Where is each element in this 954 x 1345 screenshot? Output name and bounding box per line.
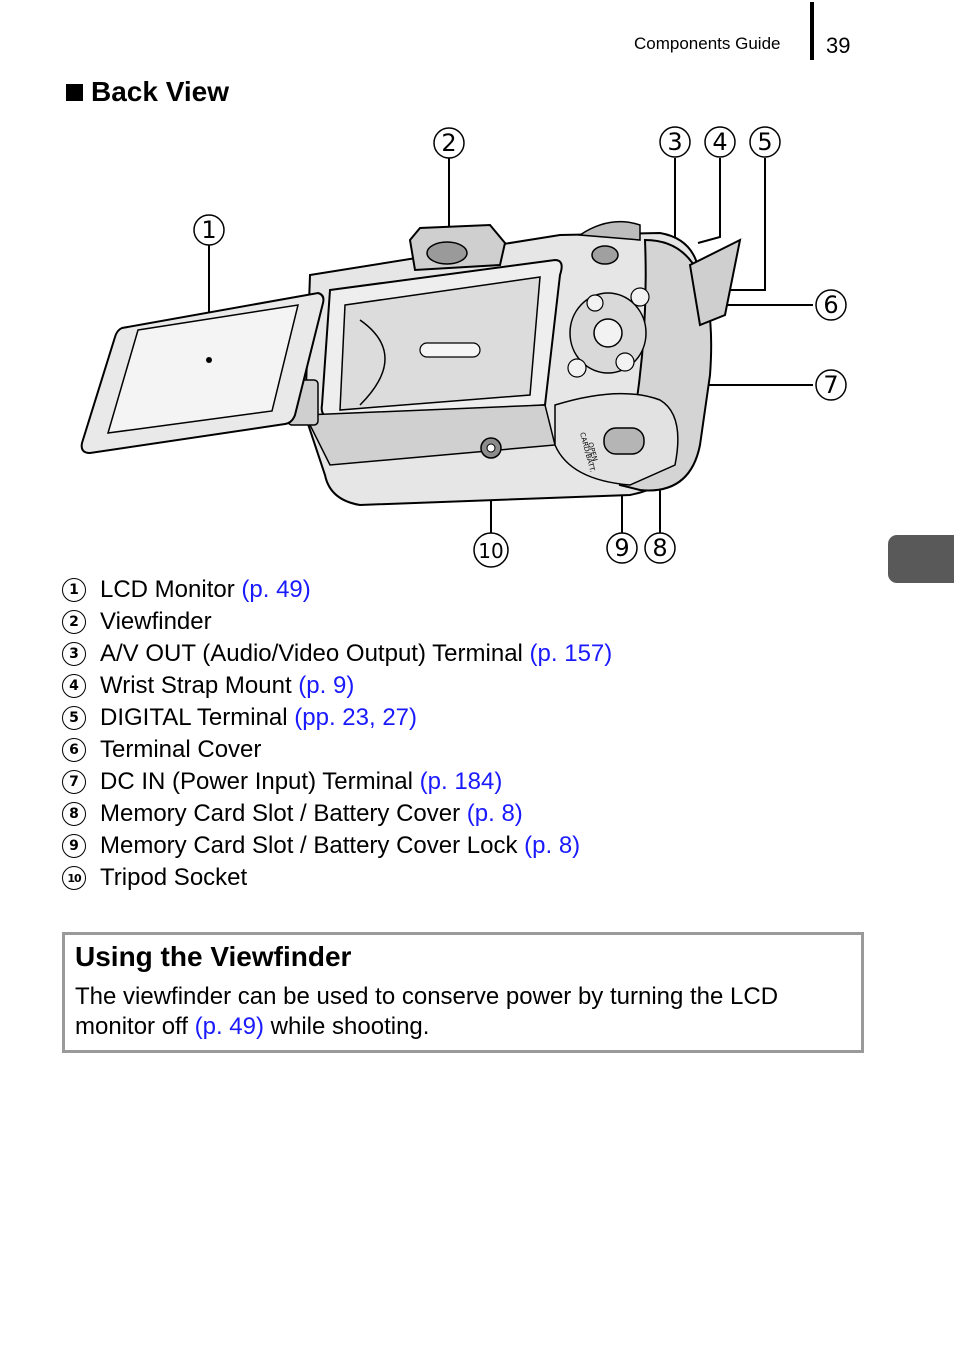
list-item: 10 Tripod Socket [62,862,612,894]
page-reference-link[interactable]: (p. 9) [298,672,355,699]
svg-text:4: 4 [712,128,727,156]
page-reference-link[interactable]: (p. 49) [241,576,311,603]
item-label: Memory Card Slot / Battery Cover Lock [100,832,518,859]
svg-text:2: 2 [441,129,456,157]
page-reference-link[interactable]: (p. 157) [529,640,613,667]
svg-text:1: 1 [201,216,216,244]
square-bullet-icon [66,83,83,101]
svg-text:7: 7 [823,371,838,399]
svg-text:9: 9 [614,534,629,562]
viewfinder-note-box: Using the Viewfinder The viewfinder can … [62,932,864,1053]
item-label: Memory Card Slot / Battery Cover [100,800,461,827]
list-item: 5 DIGITAL Terminal (pp. 23, 27) [62,702,612,734]
item-number-badge: 7 [62,770,86,794]
callout-1: 1 [193,214,225,246]
item-label: Viewfinder [100,608,212,635]
item-number-badge: 10 [62,866,86,890]
chapter-tab [888,535,954,583]
item-label: A/V OUT (Audio/Video Output) Terminal [100,640,523,667]
page-reference-link[interactable]: (p. 184) [419,768,503,795]
list-item: 9 Memory Card Slot / Battery Cover Lock … [62,830,612,862]
callout-5: 5 [749,126,781,158]
page-reference-link[interactable]: (p. 8) [524,832,581,859]
page-reference-link[interactable]: (pp. 23, 27) [294,704,418,731]
note-title: Using the Viewfinder [75,941,352,972]
svg-text:3: 3 [667,128,682,156]
list-item: 3 A/V OUT (Audio/Video Output) Terminal … [62,638,612,670]
components-list: 1 LCD Monitor (p. 49) 2 Viewfinder 3 A/V… [62,574,612,894]
camera-back-view-illustration: CARD/BATT. OPEN 1 2 3 4 5 6 7 8 9 10 [80,126,847,568]
svg-text:8: 8 [652,534,667,562]
callout-4: 4 [704,126,736,158]
item-label: DIGITAL Terminal [100,704,288,731]
callout-2: 2 [433,127,465,159]
item-number-badge: 3 [62,642,86,666]
item-label: DC IN (Power Input) Terminal [100,768,413,795]
list-item: 7 DC IN (Power Input) Terminal (p. 184) [62,766,612,798]
item-label: Wrist Strap Mount [100,672,292,699]
callout-9: 9 [606,532,638,564]
item-number-badge: 1 [62,578,86,602]
list-item: 2 Viewfinder [62,606,612,638]
item-label: LCD Monitor [100,576,235,603]
callout-10: 10 [473,532,509,568]
list-item: 1 LCD Monitor (p. 49) [62,574,612,606]
item-number-badge: 4 [62,674,86,698]
page-reference-link[interactable]: (p. 49) [194,1013,264,1040]
item-number-badge: 2 [62,610,86,634]
svg-text:10: 10 [478,539,503,563]
item-number-badge: 8 [62,802,86,826]
section-heading: Back View [66,76,229,108]
page-number: 39 [826,33,851,58]
list-item: 6 Terminal Cover [62,734,612,766]
section-heading-text: Back View [91,76,230,107]
page-reference-link[interactable]: (p. 8) [466,800,523,827]
item-label: Tripod Socket [100,864,248,891]
svg-text:6: 6 [823,291,838,319]
list-item: 8 Memory Card Slot / Battery Cover (p. 8… [62,798,612,830]
item-label: Terminal Cover [100,736,262,763]
svg-text:5: 5 [757,128,772,156]
running-header-section: Components Guide [634,34,781,53]
item-number-badge: 6 [62,738,86,762]
note-text-before: The viewfinder can be used to conserve p… [75,983,779,1040]
list-item: 4 Wrist Strap Mount (p. 9) [62,670,612,702]
callout-6: 6 [815,289,847,321]
note-text-after: while shooting. [270,1013,430,1040]
item-number-badge: 9 [62,834,86,858]
callout-3: 3 [659,126,691,158]
callout-8: 8 [644,532,676,564]
item-number-badge: 5 [62,706,86,730]
header-divider [810,2,814,60]
note-body: The viewfinder can be used to conserve p… [75,982,845,1042]
callout-7: 7 [815,369,847,401]
